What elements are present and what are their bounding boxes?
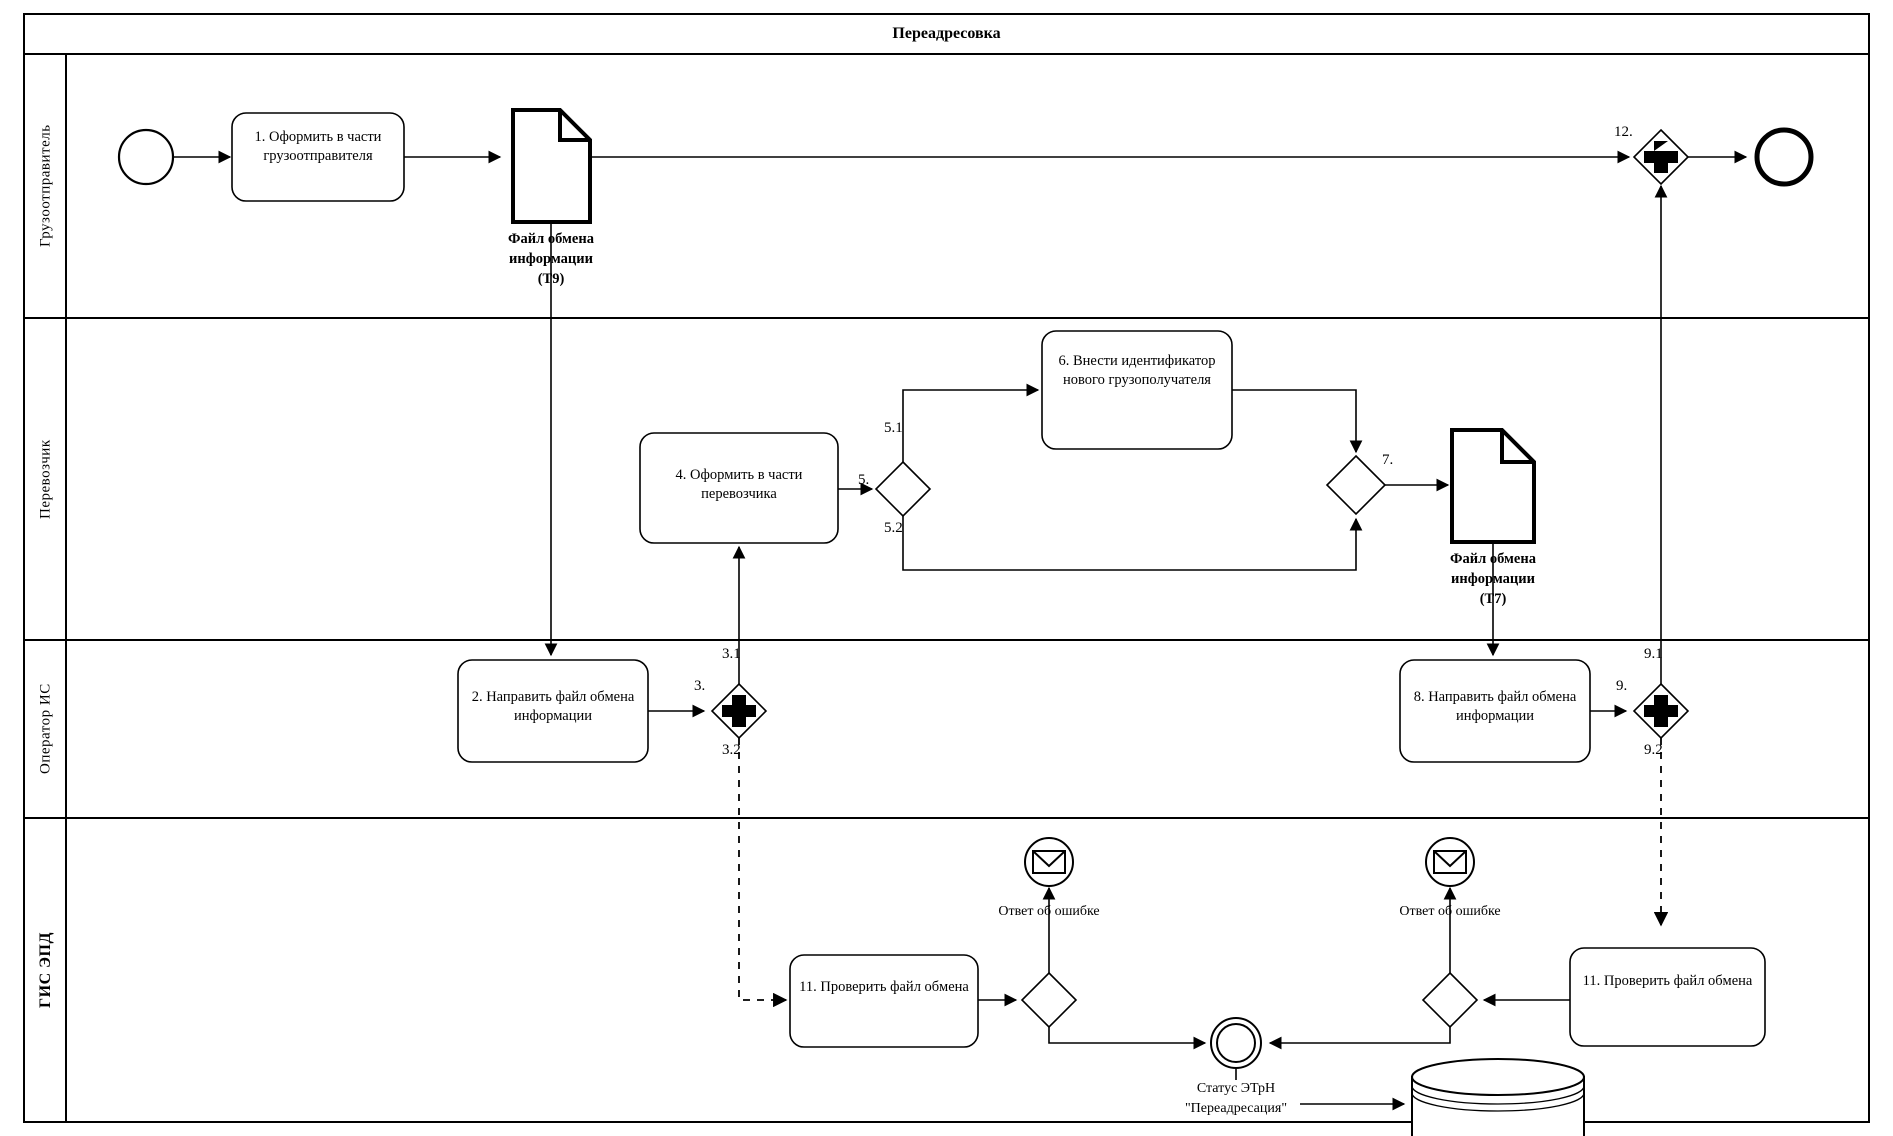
message-end-event-right bbox=[1425, 837, 1475, 887]
task-8 bbox=[1399, 659, 1591, 763]
lane1-shapes bbox=[117, 108, 1814, 692]
gateway-9-2-label: 9.2 bbox=[1644, 742, 1663, 758]
gateway-3 bbox=[710, 682, 768, 740]
task-1 bbox=[231, 112, 405, 202]
start-event bbox=[117, 128, 175, 186]
task-11-left bbox=[789, 954, 979, 1048]
lane-label-operator-is: Оператор ИС bbox=[37, 683, 54, 775]
lane3-shapes bbox=[457, 659, 1690, 1008]
end-event bbox=[1754, 127, 1814, 187]
lane4-shapes bbox=[789, 837, 1766, 1136]
task-6 bbox=[1041, 330, 1233, 450]
gateway-3-label: 3. bbox=[694, 678, 706, 694]
gateway-5-2-label: 5.2 bbox=[884, 520, 903, 536]
lane2-shapes bbox=[639, 330, 1536, 690]
message-end-event-left bbox=[1024, 837, 1074, 887]
gateway-7-label: 7. bbox=[1382, 452, 1394, 468]
gateway-9 bbox=[1632, 682, 1690, 740]
gateway-12 bbox=[1632, 128, 1690, 186]
gateway-5 bbox=[874, 460, 932, 518]
gateway-5-label: 5. bbox=[858, 472, 870, 488]
gateway-9-label: 9. bbox=[1616, 678, 1628, 694]
data-store bbox=[1411, 1058, 1585, 1136]
task-11-right bbox=[1569, 947, 1766, 1047]
lane-label-gruzootpravitel: Грузоотправитель bbox=[37, 124, 54, 248]
gateway-9-1-label: 9.1 bbox=[1644, 646, 1663, 662]
gateway-5-1-label: 5.1 bbox=[884, 420, 903, 436]
document-t7 bbox=[1450, 428, 1536, 544]
task-2 bbox=[457, 659, 649, 763]
gateway-7 bbox=[1325, 454, 1387, 516]
task-4 bbox=[639, 432, 839, 544]
gateway-3-2-label: 3.2 bbox=[722, 742, 741, 758]
pool-title: Переадресовка bbox=[892, 25, 1001, 42]
gateway-12-label: 12. bbox=[1614, 124, 1633, 140]
document-t9 bbox=[511, 108, 592, 224]
gateway-error-right bbox=[1421, 971, 1479, 1029]
gateway-error-left bbox=[1020, 971, 1078, 1029]
intermediate-event-status bbox=[1210, 1017, 1262, 1069]
gateway-3-1-label: 3.1 bbox=[722, 646, 741, 662]
pool-frame bbox=[23, 13, 1870, 1123]
lane-label-perevozchik: Перевозчик bbox=[37, 439, 54, 519]
lane-label-gis-epd: ГИС ЭПД bbox=[37, 932, 54, 1008]
